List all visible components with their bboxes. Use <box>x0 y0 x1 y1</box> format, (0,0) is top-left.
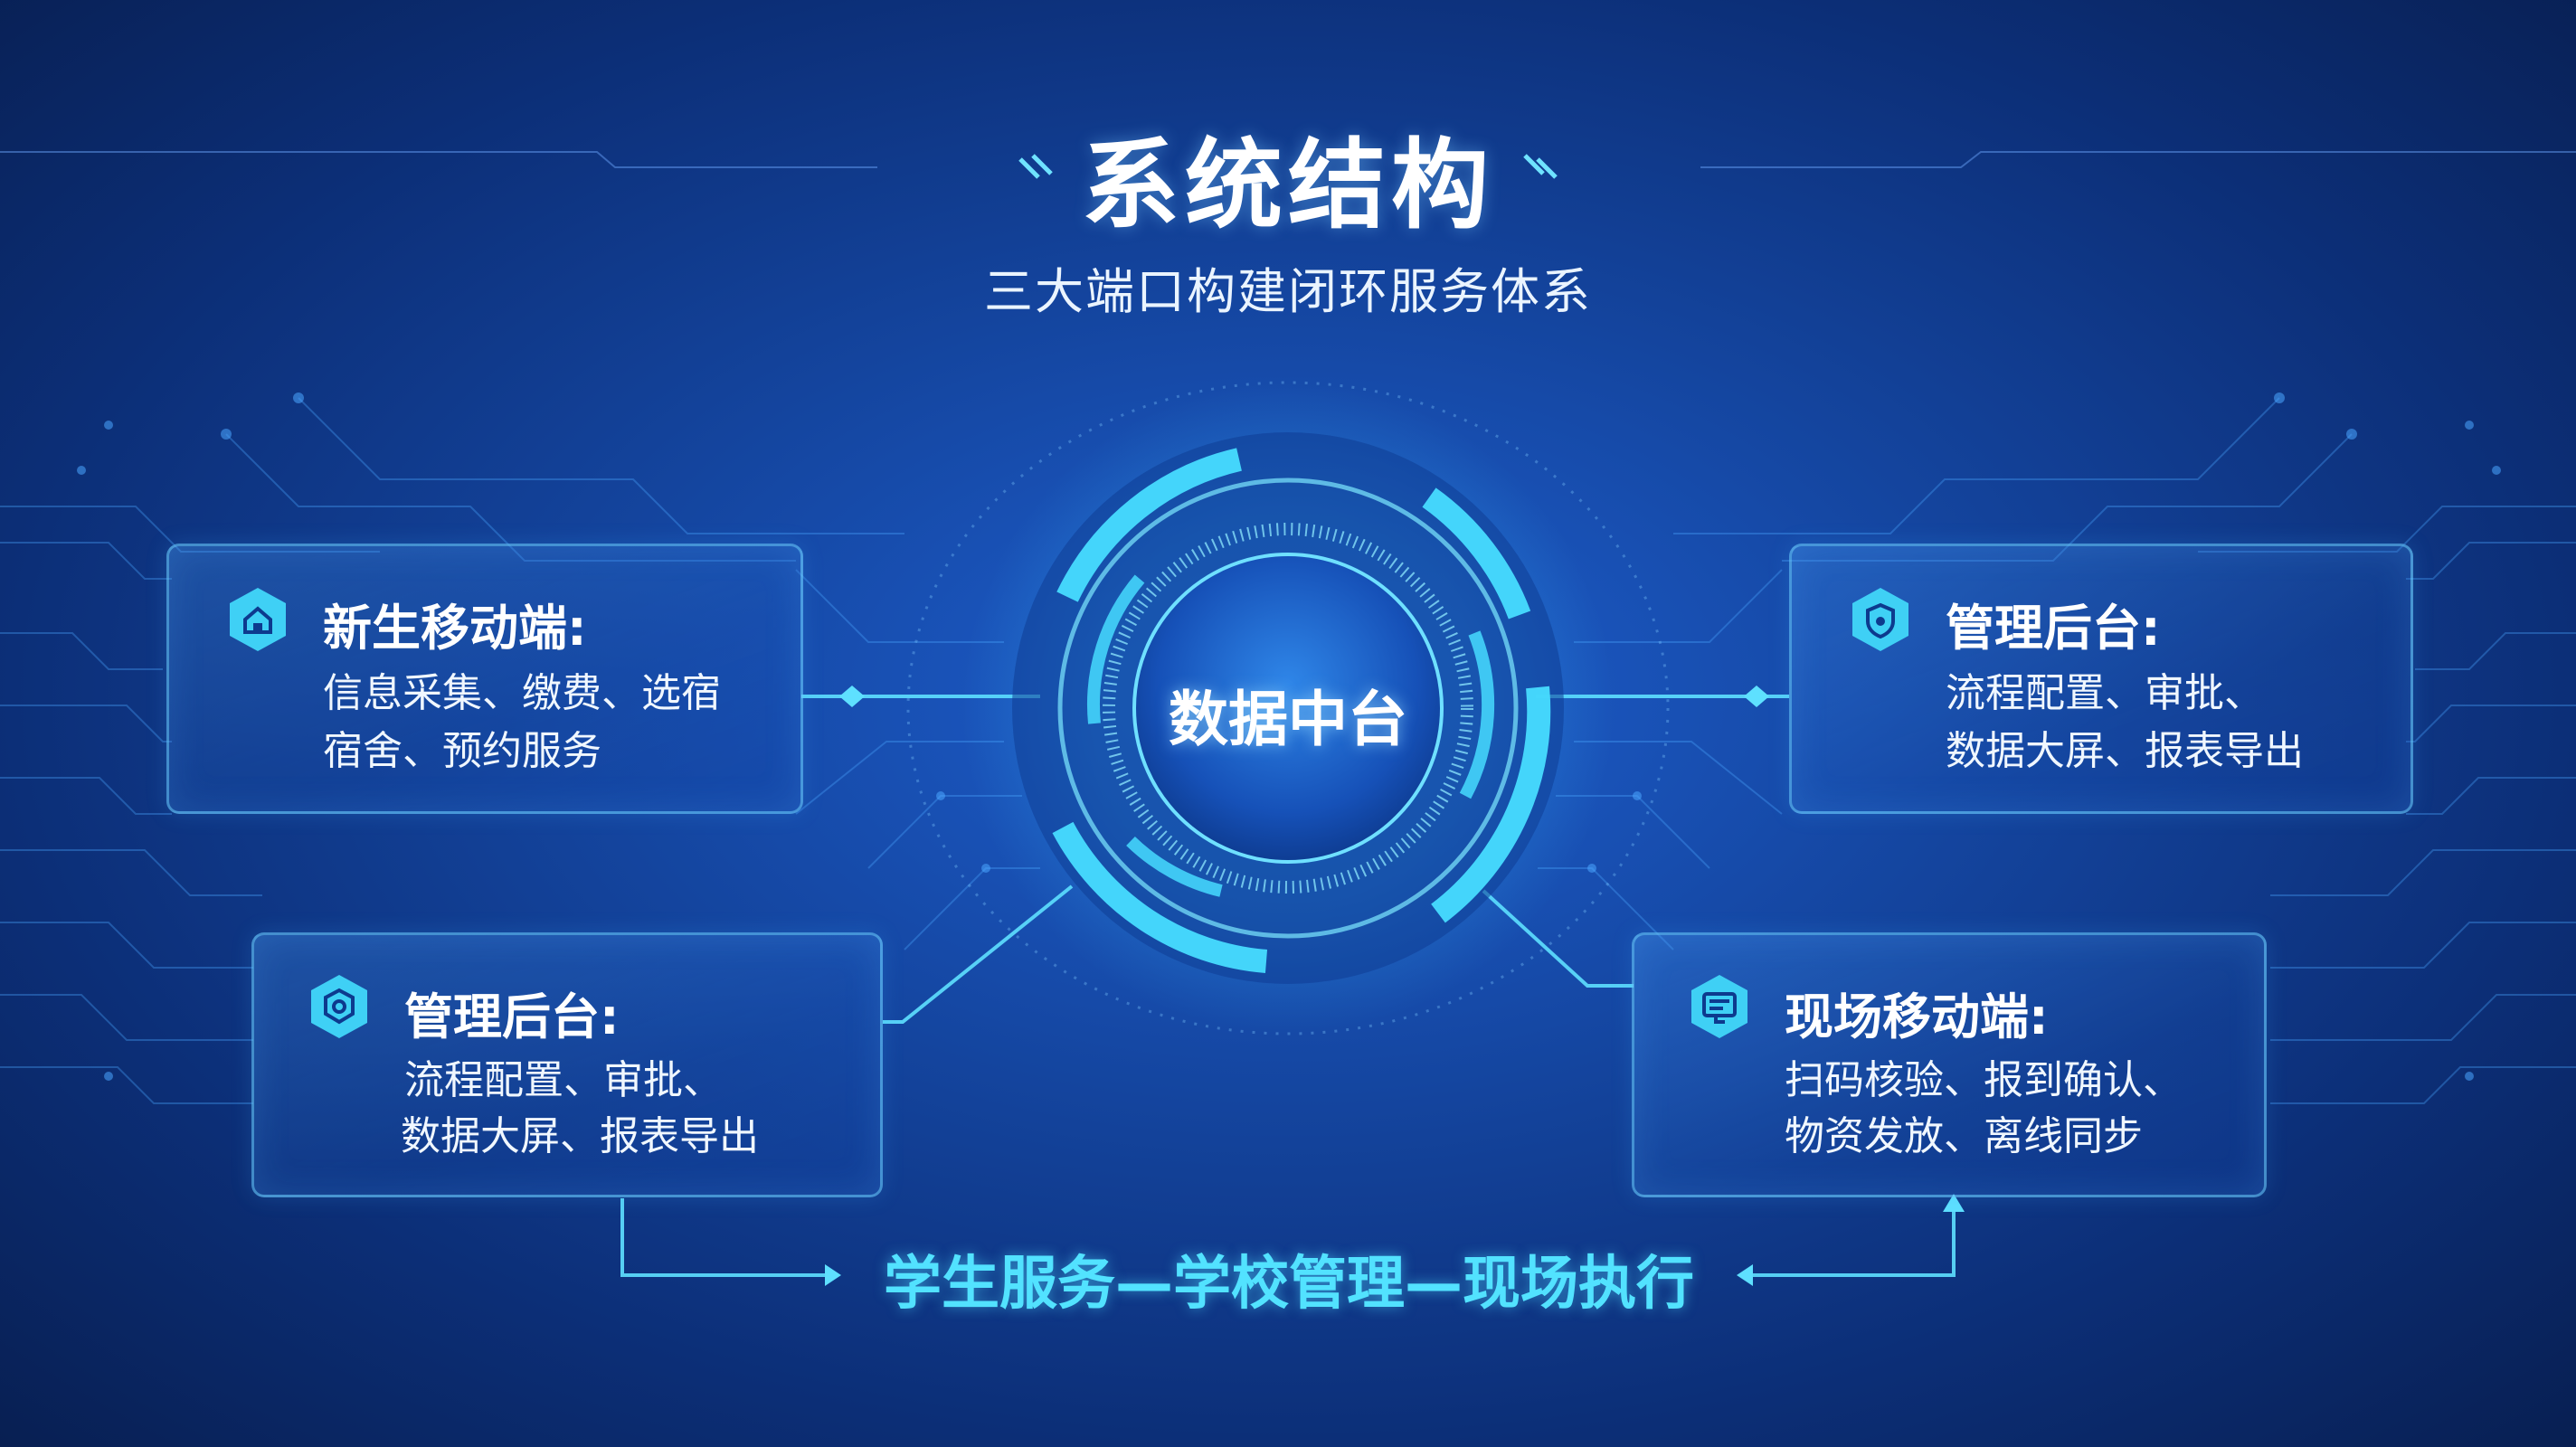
flow-caption: 学生服务—学校管理—现场执行 <box>884 1251 1694 1318</box>
card-onsite-mobile: 现场移动端: 扫码核验、报到确认、 物资发放、离线同步 <box>1632 932 2267 1197</box>
card-title: 新生移动端: <box>323 600 587 657</box>
card-title: 现场移动端: <box>1785 988 2049 1045</box>
card-title: 管理后台: <box>1946 600 2161 657</box>
card-line: 数据大屏、报表导出 <box>1946 728 2304 774</box>
home-icon <box>230 588 286 651</box>
page-title: 系统结构 <box>1081 129 1494 242</box>
page-subtitle: 三大端口构建闭环服务体系 <box>984 263 1592 320</box>
card-line: 信息采集、缴费、选宿 <box>323 670 721 716</box>
card-admin-backend: 管理后台: 流程配置、审批、 数据大屏、报表导出 <box>1789 544 2413 814</box>
card-line: 流程配置、审批、 <box>1946 670 2264 716</box>
card-line: 扫码核验、报到确认、 <box>1785 1057 2183 1103</box>
shield-icon <box>1852 588 1908 651</box>
card-line: 宿舍、预约服务 <box>323 728 601 774</box>
card-admin-backend-2: 管理后台: 流程配置、审批、 数据大屏、报表导出 <box>251 932 883 1197</box>
card-line: 数据大屏、报表导出 <box>401 1113 759 1159</box>
card-line: 物资发放、离线同步 <box>1785 1113 2143 1159</box>
shield-badge-icon <box>311 975 367 1038</box>
card-student-mobile: 新生移动端: 信息采集、缴费、选宿 宿舍、预约服务 <box>166 544 803 814</box>
card-line: 流程配置、审批、 <box>404 1057 723 1103</box>
scan-screen-icon <box>1691 975 1747 1038</box>
data-hub-label: 数据中台 <box>1169 685 1407 754</box>
card-title: 管理后台: <box>404 988 620 1045</box>
